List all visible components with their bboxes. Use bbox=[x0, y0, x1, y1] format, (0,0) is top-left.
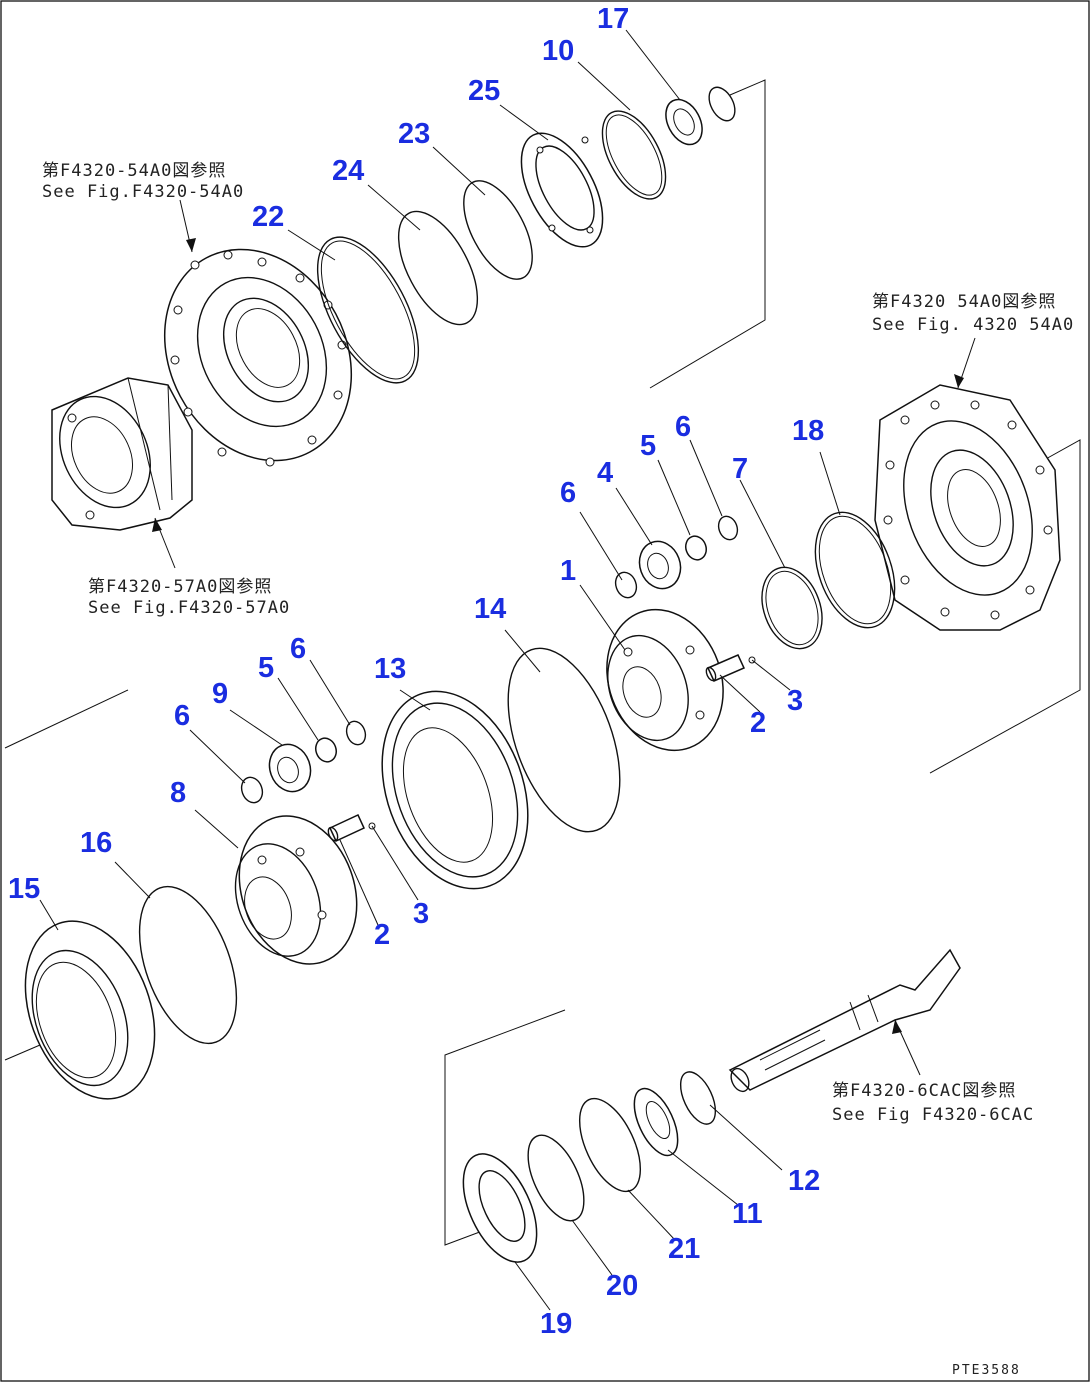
ring-12 bbox=[679, 1071, 717, 1125]
reference-bottom-right-jp: 第F4320-6CAC図参照 bbox=[832, 1081, 1016, 1101]
hub-housing-left bbox=[51, 377, 193, 531]
bearing-11 bbox=[633, 1087, 679, 1157]
shaft-2a bbox=[705, 654, 746, 682]
callout-3: 3 bbox=[787, 685, 803, 717]
bearing-19 bbox=[462, 1153, 538, 1263]
callout-5: 5 bbox=[640, 430, 656, 462]
reference-top-left-jp: 第F4320-54A0図参照 bbox=[42, 161, 226, 181]
reference-mid-left-en: See Fig.F4320-57A0 bbox=[88, 598, 290, 618]
callout-25: 25 bbox=[468, 75, 500, 107]
reference-bottom-right-en: See Fig F4320-6CAC bbox=[832, 1105, 1034, 1125]
washer-6b bbox=[717, 515, 739, 541]
callout-4: 4 bbox=[597, 457, 613, 489]
snap-ring-22 bbox=[316, 236, 420, 384]
callout-6: 6 bbox=[675, 411, 691, 443]
washer-6a bbox=[614, 571, 638, 599]
ring-gear-15 bbox=[24, 920, 156, 1100]
snap-ring-21 bbox=[578, 1097, 642, 1193]
washer-top bbox=[708, 86, 736, 122]
snap-ring-23 bbox=[463, 180, 533, 280]
section-lines bbox=[4, 79, 1081, 1246]
drawing-code: PTE3588 bbox=[952, 1363, 1021, 1378]
ring-10 bbox=[601, 110, 667, 200]
callout-22: 22 bbox=[252, 201, 284, 233]
ring-gear-housing-top bbox=[163, 248, 353, 467]
washer-6c bbox=[240, 776, 264, 804]
housing-right bbox=[874, 384, 1061, 631]
callout-14: 14 bbox=[474, 593, 506, 625]
planet-gear-9 bbox=[268, 743, 312, 793]
o-ring-18 bbox=[814, 511, 896, 629]
callout-16: 16 bbox=[80, 827, 112, 859]
callout-13: 13 bbox=[374, 653, 406, 685]
callout-6: 6 bbox=[560, 477, 576, 509]
callout-labels: 17 10 25 23 24 22 18 6 5 4 7 6 1 14 2 3 … bbox=[8, 3, 824, 1340]
ring-gear-13 bbox=[381, 690, 529, 890]
callout-20: 20 bbox=[606, 1270, 638, 1302]
washer-6d bbox=[345, 720, 367, 746]
reference-top-right-en: See Fig. 4320 54A0 bbox=[872, 315, 1074, 335]
callout-24: 24 bbox=[332, 155, 364, 187]
needle-bearing-5a bbox=[684, 535, 708, 561]
bearing-25 bbox=[520, 132, 604, 248]
callout-12: 12 bbox=[788, 1165, 820, 1197]
reference-top-right-jp: 第F4320 54A0図参照 bbox=[872, 292, 1056, 312]
snap-ring-16 bbox=[138, 885, 238, 1045]
leader-lines bbox=[39, 29, 976, 1311]
callout-11: 11 bbox=[732, 1198, 763, 1230]
thrust-washer-7 bbox=[761, 566, 823, 650]
reference-mid-left-jp: 第F4320-57A0図参照 bbox=[88, 577, 272, 597]
snap-ring-24 bbox=[397, 210, 479, 326]
callout-5: 5 bbox=[258, 652, 274, 684]
reference-notes: 第F4320-54A0図参照 See Fig.F4320-54A0 第F4320… bbox=[42, 161, 1074, 1125]
planet-gear-4 bbox=[638, 540, 682, 590]
callout-3: 3 bbox=[413, 898, 429, 930]
shaft-2b bbox=[327, 814, 365, 842]
callout-18: 18 bbox=[792, 415, 824, 447]
planet-carrier-8 bbox=[234, 815, 358, 965]
callout-15: 15 bbox=[8, 873, 40, 905]
callout-21: 21 bbox=[668, 1233, 700, 1265]
needle-bearing-5b bbox=[314, 737, 338, 763]
nut-17 bbox=[665, 98, 703, 146]
callout-23: 23 bbox=[398, 118, 430, 150]
callout-8: 8 bbox=[170, 777, 186, 809]
output-shaft bbox=[728, 948, 961, 1093]
callout-2: 2 bbox=[750, 707, 766, 739]
callout-9: 9 bbox=[212, 678, 228, 710]
callout-2: 2 bbox=[374, 919, 390, 951]
reference-top-left-en: See Fig.F4320-54A0 bbox=[42, 182, 244, 202]
callout-10: 10 bbox=[542, 35, 574, 67]
callout-7: 7 bbox=[732, 453, 748, 485]
planet-carrier-1 bbox=[606, 608, 724, 752]
callout-6: 6 bbox=[290, 633, 306, 665]
callout-19: 19 bbox=[540, 1308, 572, 1340]
callout-17: 17 bbox=[597, 3, 629, 35]
callout-1: 1 bbox=[560, 555, 576, 587]
snap-ring-20 bbox=[527, 1134, 585, 1222]
callout-6: 6 bbox=[174, 700, 190, 732]
o-ring-14 bbox=[507, 647, 621, 833]
